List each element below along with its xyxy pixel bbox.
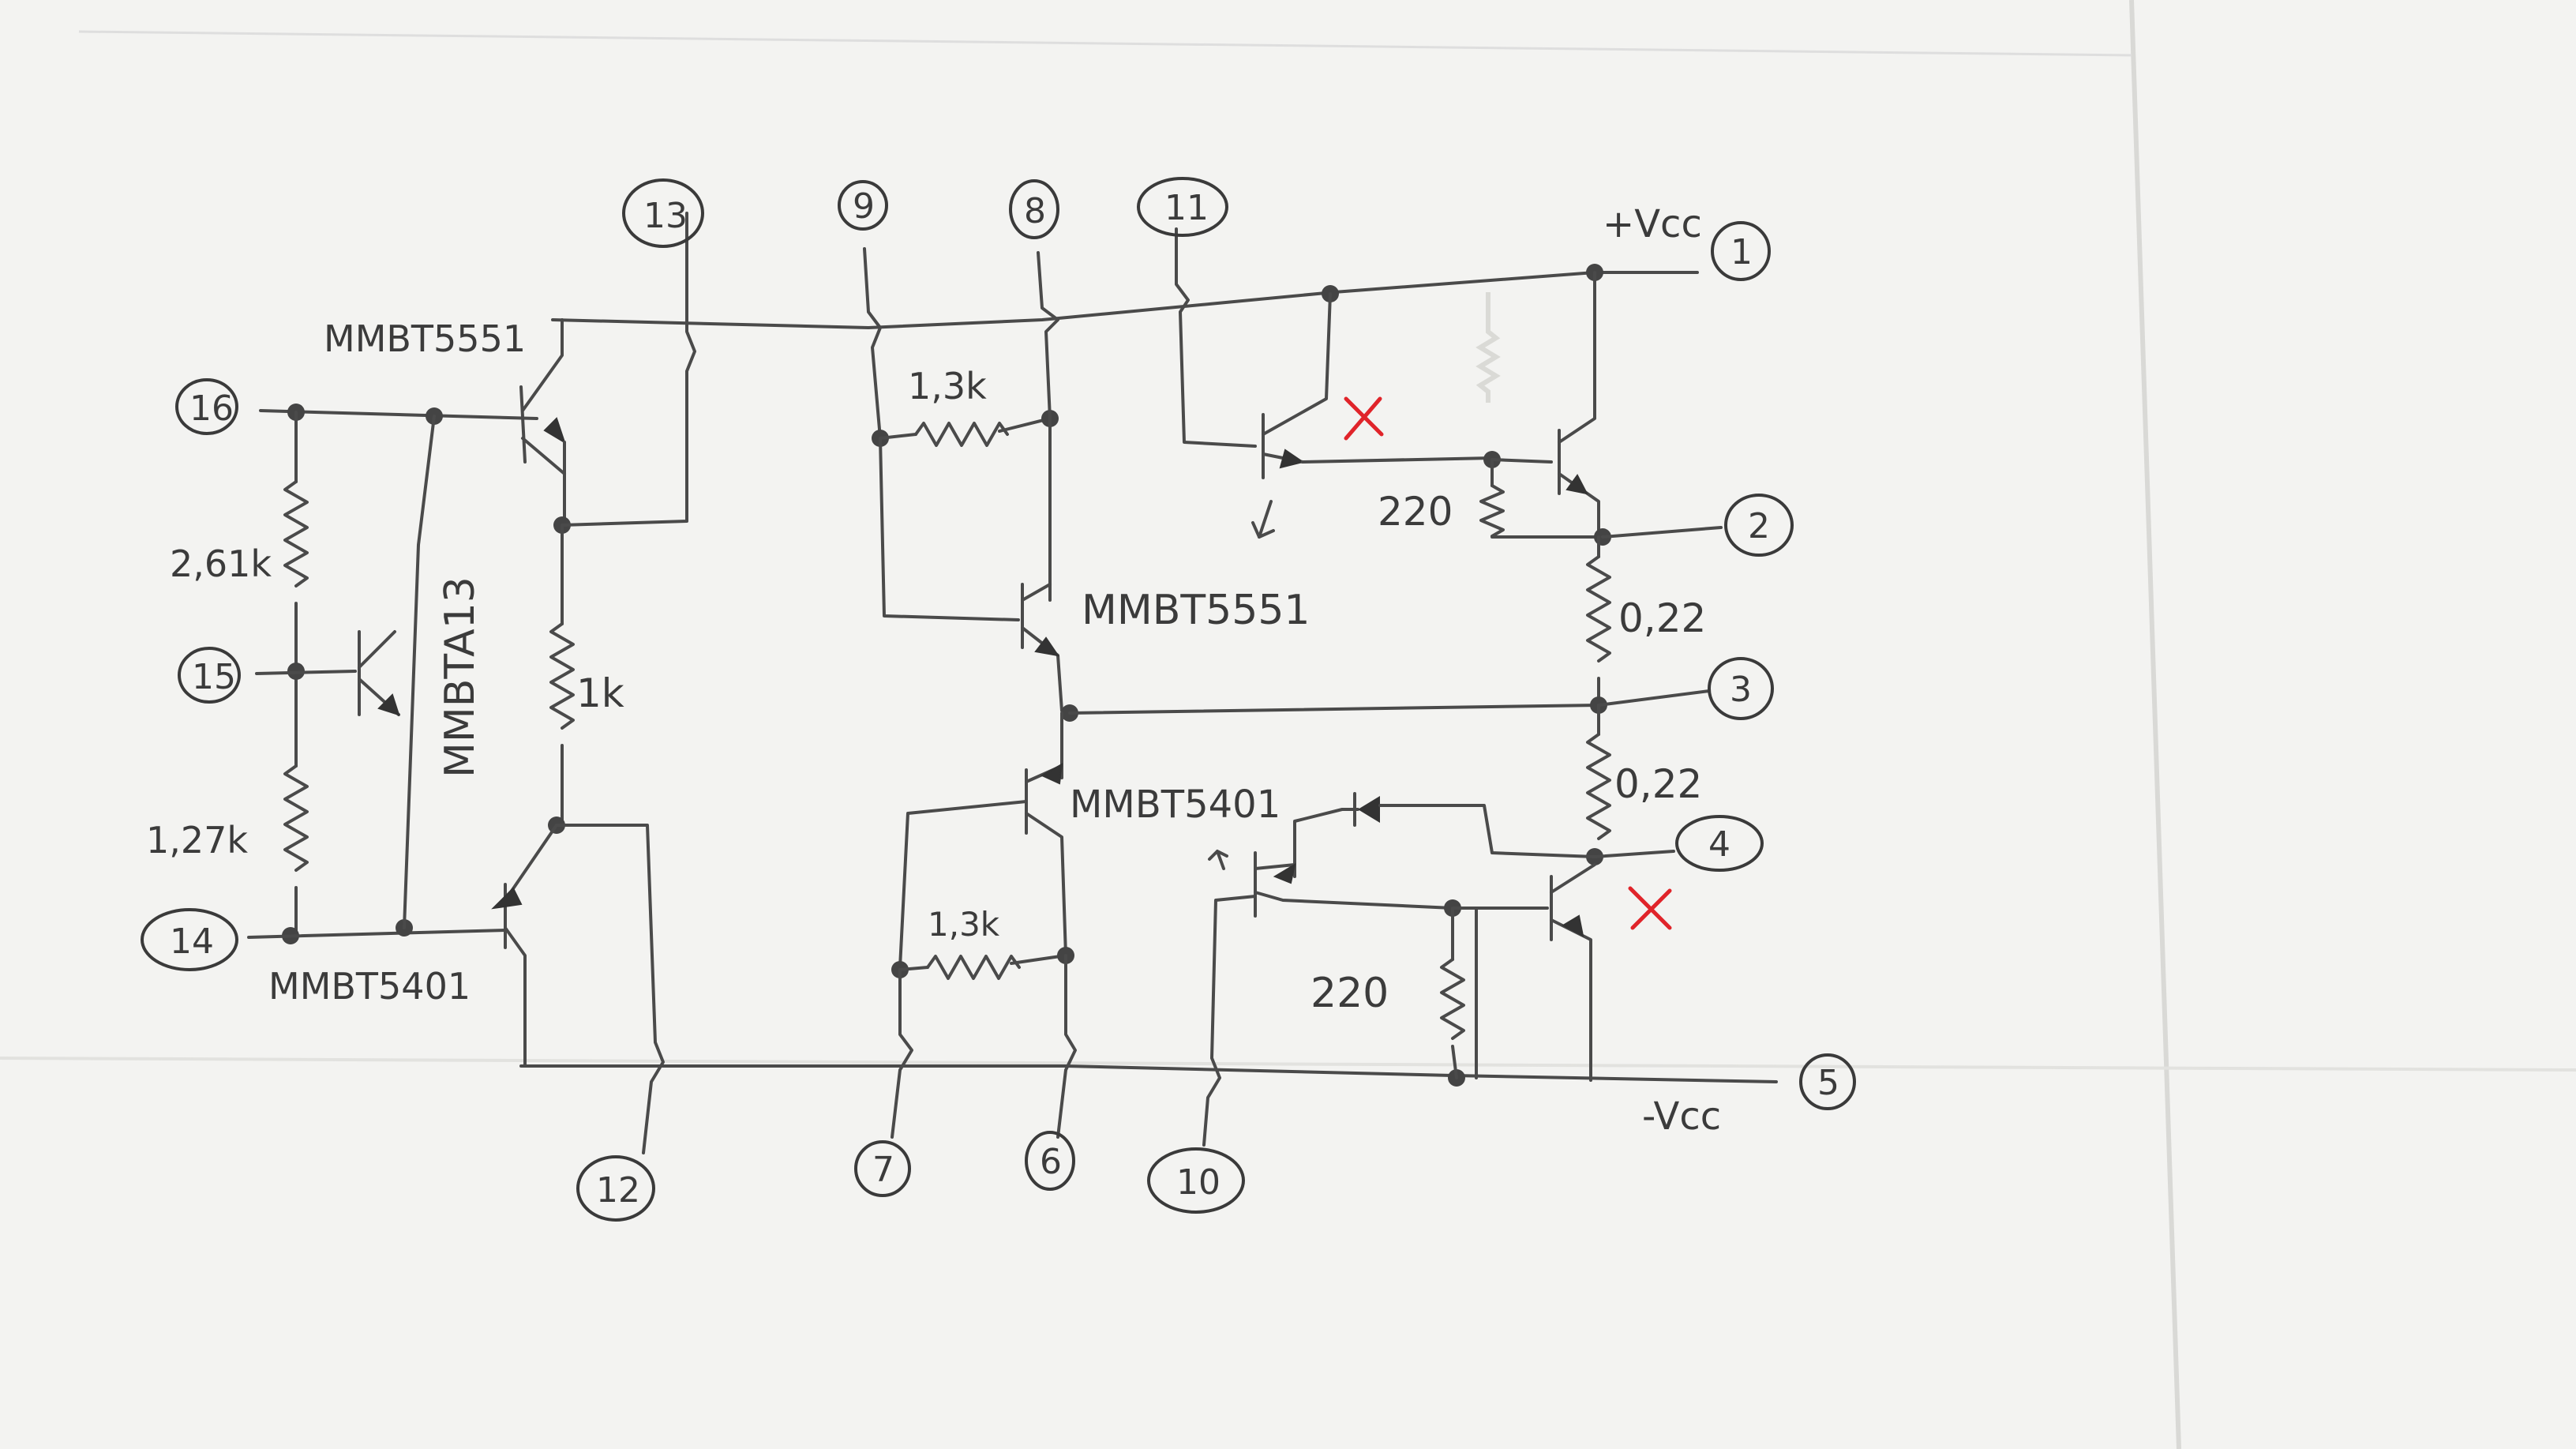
pin-14: 14 [141, 908, 238, 971]
paper-edge [78, 30, 2132, 57]
positive-rail [551, 264, 1699, 329]
label-resistor-1k: 1k [576, 670, 624, 716]
pin-1: 1 [1711, 221, 1771, 281]
pin-8: 8 [1009, 179, 1059, 239]
removed-mark-lower [1628, 886, 1672, 930]
negative-rail-label: -Vcc [1642, 1094, 1721, 1139]
svg-text:10: 10 [1176, 1162, 1221, 1203]
pin-10: 10 [1147, 1147, 1245, 1214]
svg-text:7: 7 [872, 1150, 894, 1190]
negative-rail [519, 1064, 1778, 1087]
label-resistor-1k3-bottom: 1,3k [928, 905, 1000, 944]
svg-text:16: 16 [189, 389, 234, 429]
svg-text:8: 8 [1024, 191, 1046, 231]
erased-resistor [1475, 292, 1501, 403]
label-resistor-220-bottom: 220 [1310, 970, 1389, 1017]
pin-3: 3 [1708, 657, 1774, 720]
pin-12: 12 [576, 1155, 655, 1222]
label-mmbta13: MMBTA13 [437, 576, 484, 778]
paper-fold [0, 1057, 2576, 1072]
svg-text:13: 13 [643, 196, 688, 236]
pin-13: 13 [622, 178, 704, 248]
label-resistor-2k61: 2,61k [170, 542, 272, 585]
svg-text:14: 14 [170, 922, 214, 962]
svg-text:4: 4 [1708, 824, 1730, 865]
output-stage [1175, 227, 1723, 1147]
svg-text:1: 1 [1730, 232, 1753, 272]
label-mmbt5401-bottom-left: MMBT5401 [268, 965, 471, 1008]
pin-4: 4 [1675, 815, 1764, 872]
removed-mark-upper [1344, 396, 1384, 441]
svg-text:5: 5 [1817, 1063, 1839, 1103]
pin-5: 5 [1799, 1053, 1856, 1110]
label-mmbt5551-driver: MMBT5551 [1082, 587, 1310, 634]
diode [1358, 796, 1380, 823]
pin-7: 7 [854, 1140, 911, 1197]
svg-text:6: 6 [1040, 1142, 1062, 1182]
resistor-1k [548, 524, 665, 1154]
left-input-network [247, 404, 538, 944]
middle-driver-network [863, 247, 1600, 1139]
svg-text:9: 9 [853, 186, 875, 227]
svg-text:11: 11 [1164, 188, 1209, 228]
pin-11: 11 [1137, 177, 1228, 237]
label-resistor-1k27: 1,27k [146, 819, 248, 862]
transistor-mmbt5401-bottom-left [491, 824, 558, 1068]
pin-9: 9 [838, 180, 888, 231]
label-resistor-022-top: 0,22 [1618, 595, 1706, 641]
svg-text:15: 15 [192, 657, 236, 697]
pin-2: 2 [1724, 494, 1794, 557]
pin-15: 15 [178, 647, 241, 704]
label-mmbt5551-top-left: MMBT5551 [324, 317, 526, 360]
label-mmbt5401-driver: MMBT5401 [1070, 783, 1281, 827]
paper-fold [2129, 0, 2181, 1449]
transistor-mmbta13 [358, 630, 400, 716]
svg-text:2: 2 [1748, 506, 1770, 546]
label-resistor-022-bottom: 0,22 [1614, 761, 1702, 807]
pin-16: 16 [175, 378, 238, 435]
positive-rail-label: +Vcc [1603, 202, 1702, 246]
svg-text:3: 3 [1730, 670, 1752, 710]
pin-6: 6 [1025, 1131, 1075, 1191]
label-resistor-220-top: 220 [1378, 489, 1453, 535]
label-resistor-1k3-top: 1,3k [908, 365, 987, 407]
transistor-mmbt5551-top-left [519, 212, 696, 534]
svg-text:12: 12 [596, 1170, 640, 1211]
